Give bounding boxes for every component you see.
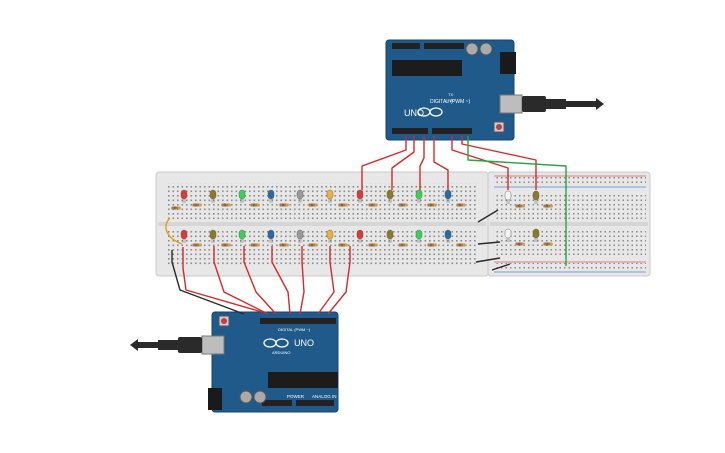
resistor-right-1[interactable] <box>515 204 525 208</box>
led-right-1[interactable] <box>504 190 512 204</box>
usb-cable-icon-bottom <box>178 337 202 353</box>
logo-text-top: UNO <box>404 108 424 118</box>
led-right-4[interactable] <box>532 228 540 242</box>
resistor-row1-1[interactable] <box>192 203 202 207</box>
resistor-row1-8[interactable] <box>398 203 408 207</box>
led-row2-1[interactable] <box>180 229 188 243</box>
resistor-row1-2[interactable] <box>221 203 231 207</box>
resistor-row1-7[interactable] <box>368 203 378 207</box>
led-row2-6[interactable] <box>326 229 334 243</box>
led-row2-2[interactable] <box>209 229 217 243</box>
resistor-row1-10[interactable] <box>456 203 466 207</box>
led-row2-10[interactable] <box>444 229 452 243</box>
brand-text-bottom: ARDUINO <box>272 350 290 355</box>
power-jack-icon <box>500 52 516 74</box>
header-top-a <box>392 43 420 49</box>
header-top-b <box>424 43 464 49</box>
led-row2-5[interactable] <box>296 229 304 243</box>
capacitor-icon <box>465 42 479 56</box>
header-top-c <box>260 318 336 324</box>
led-row1-4[interactable] <box>267 189 275 203</box>
logo-text-bottom: UNO <box>294 338 314 348</box>
resistor-row2-1[interactable] <box>192 243 202 247</box>
arduino-bottom[interactable]: UNO ARDUINO POWER ANALOG IN DIGITAL (PWM… <box>130 311 339 413</box>
header-bottom-a <box>392 128 428 134</box>
resistor-jumper[interactable] <box>171 206 181 210</box>
led-row2-8[interactable] <box>386 229 394 243</box>
resistor-row2-10[interactable] <box>456 243 466 247</box>
digital-label-bottom: DIGITAL (PWM ~) <box>278 327 311 332</box>
power-jack-icon-bottom <box>208 388 222 410</box>
led-right-2[interactable] <box>532 190 540 204</box>
digital-label-top: DIGITAL (PWM ~) <box>430 99 470 105</box>
resistor-row1-3[interactable] <box>250 203 260 207</box>
microcontroller-chip-icon-bottom <box>268 372 338 388</box>
power-label-bottom: POWER <box>287 394 305 399</box>
analog-label-bottom: ANALOG IN <box>312 394 337 399</box>
resistor-row2-4[interactable] <box>279 243 289 247</box>
usb-port-icon-bottom <box>201 335 225 355</box>
resistor-right-3[interactable] <box>515 242 525 246</box>
led-row2-3[interactable] <box>238 229 246 243</box>
resistor-row2-9[interactable] <box>427 243 437 247</box>
resistor-row1-6[interactable] <box>338 203 348 207</box>
breadboard-main[interactable] <box>155 171 489 277</box>
led-row1-2[interactable] <box>209 189 217 203</box>
resistor-row2-7[interactable] <box>368 243 378 247</box>
arduino-top[interactable]: UNO DIGITAL (PWM ~) TX RX <box>385 39 604 141</box>
resistor-row2-8[interactable] <box>398 243 408 247</box>
led-row1-5[interactable] <box>296 189 304 203</box>
resistor-row1-5[interactable] <box>308 203 318 207</box>
led-row1-8[interactable] <box>386 189 394 203</box>
led-row2-7[interactable] <box>356 229 364 243</box>
resistor-row2-3[interactable] <box>250 243 260 247</box>
led-row1-7[interactable] <box>356 189 364 203</box>
microcontroller-chip-icon <box>392 60 462 76</box>
rx-label-top: RX <box>448 98 454 103</box>
wires <box>165 136 567 315</box>
led-row1-9[interactable] <box>415 189 423 203</box>
usb-port-icon <box>499 94 523 114</box>
header-bottom-b <box>432 128 472 134</box>
breadboard-right[interactable] <box>487 171 651 277</box>
resistor-row2-2[interactable] <box>221 243 231 247</box>
resistor-row2-5[interactable] <box>308 243 318 247</box>
resistor-row1-9[interactable] <box>427 203 437 207</box>
resistor-right-2[interactable] <box>543 204 553 208</box>
resistor-row2-6[interactable] <box>338 243 348 247</box>
resistor-row1-4[interactable] <box>279 203 289 207</box>
led-row1-1[interactable] <box>180 189 188 203</box>
usb-cable-icon <box>522 96 546 112</box>
resistor-right-4[interactable] <box>543 242 553 246</box>
led-right-3[interactable] <box>504 228 512 242</box>
tx-label-top: TX <box>448 92 453 97</box>
led-row2-9[interactable] <box>415 229 423 243</box>
led-row1-3[interactable] <box>238 189 246 203</box>
led-row1-6[interactable] <box>326 189 334 203</box>
led-layer <box>171 189 553 247</box>
led-row2-4[interactable] <box>267 229 275 243</box>
